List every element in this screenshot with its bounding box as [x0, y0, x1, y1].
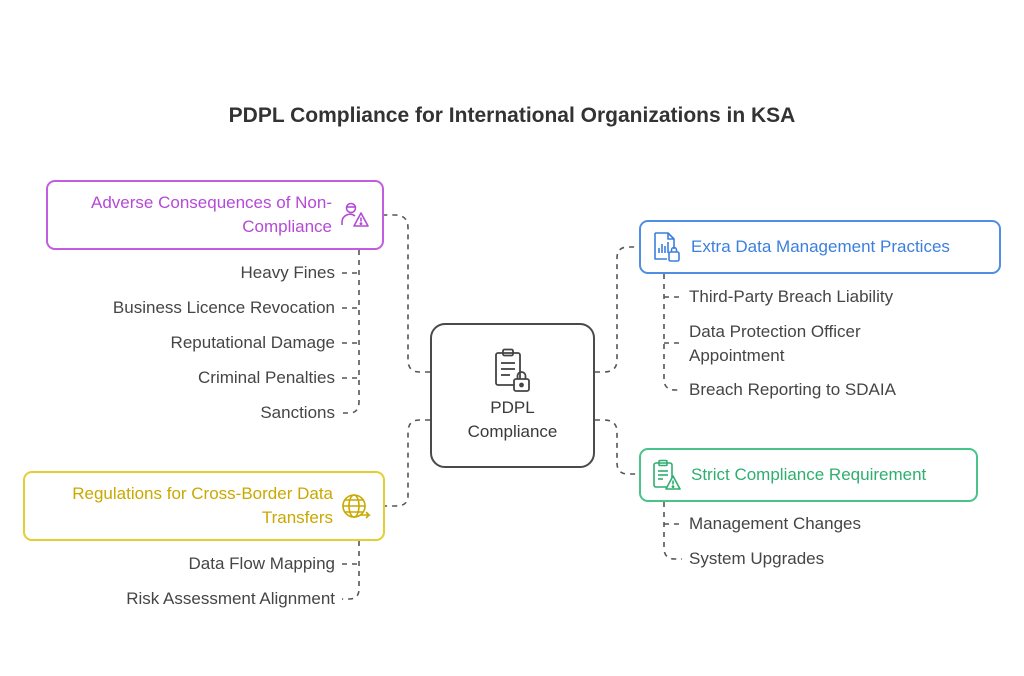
strict-item-system-upgrades: System Upgrades [689, 549, 825, 568]
strict-label: Strict Compliance Requirement [691, 465, 927, 484]
strict-item-management-changes: Management Changes [689, 514, 862, 533]
clipboard-lock-icon [493, 348, 533, 394]
branch-cross-border-regulations[interactable]: Regulations for Cross-Border Data Transf… [23, 471, 385, 541]
regs-item-data-flow-mapping: Data Flow Mapping [188, 554, 335, 573]
globe-arrows-icon [341, 491, 371, 521]
connector-regs-spine [342, 541, 360, 600]
connector-strict-spine [663, 502, 682, 560]
connector-center-adverse [384, 214, 430, 373]
center-label-line2: Compliance [467, 421, 558, 441]
document-chart-lock-icon [651, 231, 681, 263]
branch-strict-compliance[interactable]: Strict Compliance Requirement [639, 448, 978, 502]
extra-label: Extra Data Management Practices [691, 237, 950, 256]
extra-item-third-party-liability: Third-Party Breach Liability [689, 287, 894, 306]
adverse-item-reputational-damage: Reputational Damage [170, 333, 335, 352]
diagram-title: PDPL Compliance for International Organi… [228, 104, 796, 127]
connector-center-strict [595, 419, 639, 475]
adverse-item-heavy-fines: Heavy Fines [240, 263, 335, 282]
center-label-line1: PDPL [490, 397, 535, 417]
adverse-item-criminal-penalties: Criminal Penalties [198, 368, 335, 387]
adverse-label-line2: Compliance [242, 217, 332, 236]
branch-adverse-consequences[interactable]: Adverse Consequences of Non- Compliance [46, 180, 384, 250]
connector-center-regs [385, 419, 430, 507]
regs-label-line1: Regulations for Cross-Border Data [72, 484, 333, 503]
person-warning-icon [340, 200, 370, 230]
extra-item-dpo-appointment-line2: Appointment [689, 346, 785, 365]
connector-extra-spine [663, 274, 682, 391]
adverse-item-licence-revocation: Business Licence Revocation [112, 298, 335, 317]
regs-item-risk-assessment: Risk Assessment Alignment [126, 589, 335, 608]
adverse-label-line1: Adverse Consequences of Non- [91, 193, 332, 212]
connector-adverse-spine [342, 250, 360, 414]
extra-item-dpo-appointment-line1: Data Protection Officer [689, 322, 861, 341]
branch-extra-data-management[interactable]: Extra Data Management Practices [639, 220, 1001, 274]
center-node[interactable]: PDPL Compliance [430, 323, 595, 468]
adverse-item-sanctions: Sanctions [260, 403, 335, 422]
extra-item-breach-reporting: Breach Reporting to SDAIA [689, 380, 896, 399]
regs-label-line2: Transfers [261, 508, 333, 527]
connector-center-extra [595, 246, 639, 373]
clipboard-warning-icon [651, 459, 681, 491]
